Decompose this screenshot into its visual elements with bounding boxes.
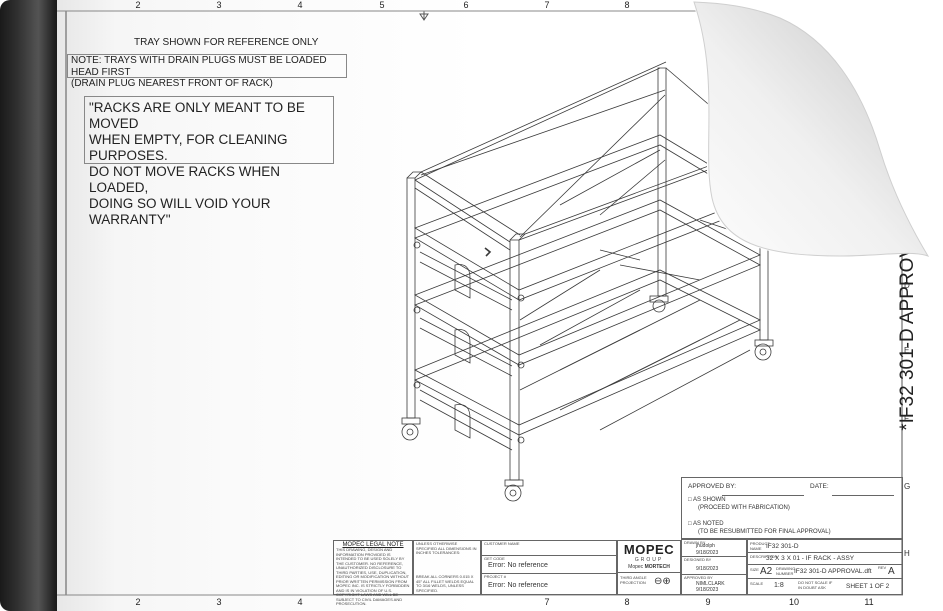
as-shown-option[interactable]: □ AS SHOWN bbox=[688, 497, 726, 503]
checkbox-icon: □ bbox=[688, 497, 693, 503]
get-code-field: GET CODE Error: No reference bbox=[481, 556, 617, 574]
ruler-letter: E bbox=[904, 346, 910, 355]
size-label: SIZE bbox=[750, 567, 759, 572]
drawing-number-label: DRAWING NUMBER bbox=[776, 566, 796, 576]
ruler-number: 3 bbox=[216, 597, 222, 607]
approved-by-label: APPROVED BY: bbox=[688, 483, 737, 490]
description-field: DESCRIPTION 32 X 3 X 01 - IF RACK - ASSY bbox=[747, 553, 903, 565]
ruler-number: 11 bbox=[864, 597, 874, 607]
brand-logo: MOPEC GROUP Mopec MORTECH bbox=[617, 540, 681, 573]
description-value: 32 X 3 X 01 - IF RACK - ASSY bbox=[766, 555, 855, 562]
ruler-number: 8 bbox=[624, 597, 630, 607]
rev-label: REV bbox=[878, 565, 887, 570]
scale-row: SCALE 1:8 DO NOT SCALE IF IN DOUBT ASK S… bbox=[747, 579, 903, 595]
page-curl-icon[interactable] bbox=[680, 0, 943, 260]
customer-name-label: CUSTOMER NAME bbox=[484, 541, 520, 546]
ruler-number: 4 bbox=[297, 597, 303, 607]
warning-note: "RACKS ARE ONLY MEANT TO BE MOVED WHEN E… bbox=[84, 96, 334, 227]
approved-label: APPROVED BY bbox=[684, 575, 713, 580]
project-number-field: PROJECT # Error: No reference bbox=[481, 574, 617, 595]
ruler-letter: F bbox=[904, 414, 909, 423]
ruler-number: 6 bbox=[463, 0, 469, 10]
description-label: DESCRIPTION bbox=[750, 554, 778, 559]
drawn-by-field: DRAWN BY jhudolph 9/18/2023 bbox=[681, 539, 747, 557]
approved-name: NIMLCLARK bbox=[696, 581, 725, 587]
designed-by-field: DESIGNED BY 9/18/2023 bbox=[681, 557, 747, 575]
tolerances-note: BREAK ALL CORNERS 0.015 X 45° ALL FILLET… bbox=[416, 574, 474, 593]
ruler-number: 4 bbox=[297, 0, 303, 10]
approval-box: APPROVED BY: DATE: □ AS SHOWN (PROCEED W… bbox=[681, 477, 903, 539]
product-name-label: PRODUCT NAME bbox=[750, 541, 770, 551]
ruler-number: 8 bbox=[624, 0, 630, 10]
ruler-number: 2 bbox=[135, 0, 141, 10]
projection-box: THIRD ANGLE PROJECTION ⊖⊕ bbox=[617, 573, 681, 595]
projection-symbol-icon: ⊖⊕ bbox=[654, 576, 671, 587]
ruler-number: 10 bbox=[788, 597, 800, 607]
signature-line bbox=[722, 495, 804, 496]
brand-sub: GROUP bbox=[634, 557, 664, 563]
brand-mopec-small: Mopec bbox=[628, 564, 644, 570]
binder-spine bbox=[0, 0, 64, 611]
ruler-number: 7 bbox=[544, 597, 550, 607]
as-shown-label: AS SHOWN bbox=[692, 497, 726, 503]
product-name-value: IF32 301-D bbox=[766, 543, 799, 550]
ruler-letter: D bbox=[904, 281, 910, 290]
approved-field: APPROVED BY NIMLCLARK 9/18/2023 bbox=[681, 575, 747, 595]
ruler-number: 3 bbox=[216, 0, 222, 10]
drawn-by-label: DRAWN BY bbox=[684, 540, 706, 545]
scale-value: 1:8 bbox=[774, 582, 784, 589]
tolerances-box: UNLESS OTHERWISE SPECIFIED ALL DIMENSION… bbox=[413, 540, 481, 595]
as-noted-sub: (TO BE RESUBMITTED FOR FINAL APPROVAL) bbox=[698, 529, 831, 535]
drawing-number-value: IF32 301-D APPROVAL.dft bbox=[794, 568, 872, 575]
as-shown-sub: (PROCEED WITH FABRICATION) bbox=[698, 505, 790, 511]
legal-body: THIS DRAWING, DESIGN AND INFORMATION PRO… bbox=[336, 547, 410, 606]
get-code-value: Error: No reference bbox=[488, 562, 548, 569]
sheet-number: SHEET 1 OF 2 bbox=[846, 583, 890, 590]
as-noted-option[interactable]: □ AS NOTED bbox=[688, 521, 724, 527]
get-code-label: GET CODE bbox=[484, 556, 505, 561]
rev-value: A bbox=[888, 566, 895, 577]
approved-date: 9/18/2023 bbox=[696, 587, 719, 593]
brand-mortech: MORTECH bbox=[644, 564, 670, 570]
ruler-number: 7 bbox=[544, 0, 550, 10]
designed-by-date: 9/18/2023 bbox=[696, 566, 719, 572]
projection-label: THIRD ANGLE PROJECTION bbox=[620, 575, 647, 585]
ruler-number: 2 bbox=[135, 597, 141, 607]
project-number-value: Error: No reference bbox=[488, 582, 548, 589]
drawing-number-row: SIZE A2 DRAWING NUMBER IF32 301-D APPROV… bbox=[747, 565, 903, 579]
tolerances-header: UNLESS OTHERWISE SPECIFIED ALL DIMENSION… bbox=[416, 541, 477, 555]
bottom-ruler: 2 3 4 7 8 9 10 11 bbox=[57, 595, 903, 609]
customer-name-field: CUSTOMER NAME bbox=[481, 540, 617, 556]
drawn-by-date: 9/18/2023 bbox=[696, 550, 719, 556]
ruler-number: 5 bbox=[379, 0, 385, 10]
product-name-field: PRODUCT NAME IF32 301-D bbox=[747, 539, 903, 553]
scale-label: SCALE bbox=[750, 581, 764, 586]
do-not-scale-note: DO NOT SCALE IF IN DOUBT ASK bbox=[798, 580, 833, 590]
size-value: A2 bbox=[760, 566, 773, 577]
reference-note: TRAY SHOWN FOR REFERENCE ONLY bbox=[134, 37, 319, 48]
rack-isometric-drawing bbox=[401, 61, 774, 502]
designed-by-label: DESIGNED BY bbox=[684, 557, 712, 562]
drain-plug-note: NOTE: TRAYS WITH DRAIN PLUGS MUST BE LOA… bbox=[67, 54, 347, 89]
ruler-letter: G bbox=[904, 482, 911, 491]
project-number-label: PROJECT # bbox=[484, 574, 506, 579]
ruler-letter: H bbox=[904, 549, 910, 558]
drain-plug-note-text: NOTE: TRAYS WITH DRAIN PLUGS MUST BE LOA… bbox=[71, 55, 327, 89]
date-label: DATE: bbox=[810, 483, 829, 490]
ruler-number: 9 bbox=[705, 597, 711, 607]
drawn-by-name: jhudolph bbox=[696, 543, 715, 549]
date-line bbox=[832, 495, 894, 496]
legal-note-box: MOPEC LEGAL NOTE THIS DRAWING, DESIGN AN… bbox=[333, 540, 413, 606]
checkbox-icon: □ bbox=[688, 521, 693, 527]
brand-name: MOPEC bbox=[623, 542, 675, 557]
legal-title: MOPEC LEGAL NOTE bbox=[342, 542, 404, 548]
as-noted-label: AS NOTED bbox=[692, 521, 724, 527]
